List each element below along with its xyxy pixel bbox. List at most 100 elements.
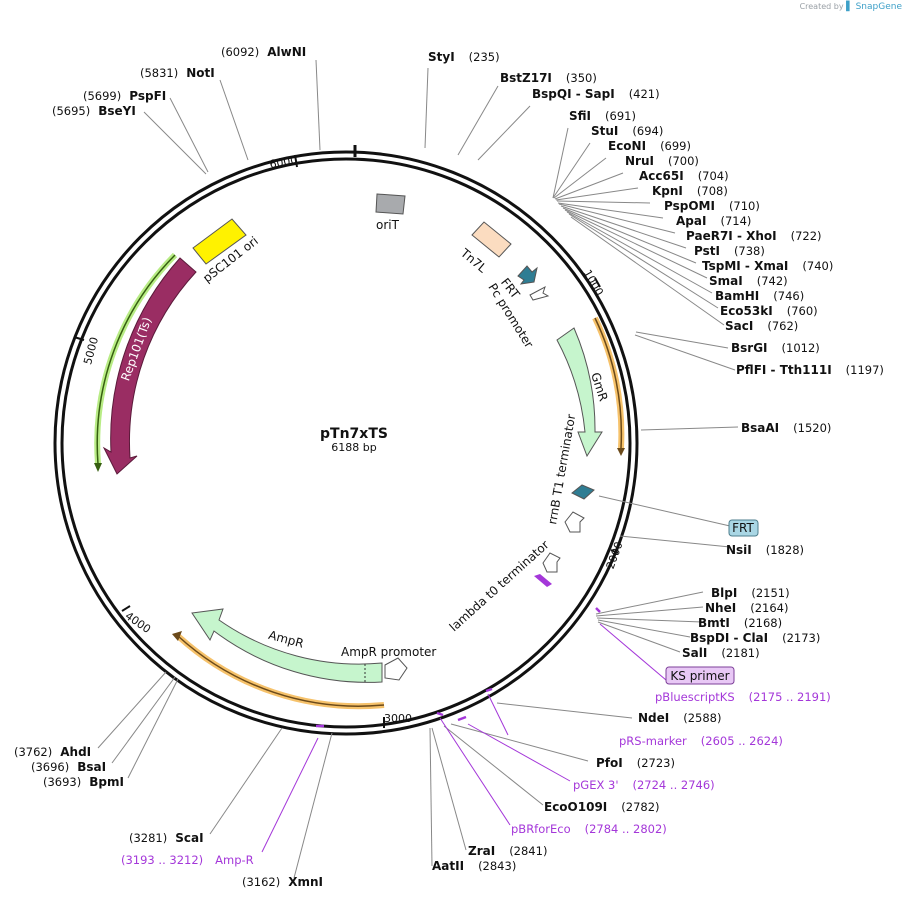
ks-primer-badge[interactable] <box>665 666 735 685</box>
orf-arrowhead-icon <box>94 463 102 472</box>
feature-gmr[interactable] <box>556 327 603 458</box>
svg-text:NheI(2164): NheI (2164) <box>705 601 788 615</box>
orf-arrowhead-icon <box>617 448 625 456</box>
site-name: XmnI <box>288 875 323 889</box>
svg-text:NruI(700): NruI(700) <box>625 154 699 168</box>
site-name: BsrGI <box>731 341 768 355</box>
tick-mark <box>294 154 298 168</box>
site-pos: (235) <box>469 50 500 64</box>
svg-text:TspMI - XmaI(740): TspMI - XmaI(740) <box>702 259 833 273</box>
primer-name: pRS-marker <box>619 734 687 748</box>
svg-text:BsrGI(1012): BsrGI (1012) <box>731 341 820 355</box>
site-pos: (2588) <box>683 711 721 725</box>
ks-primer-badge-label: KS primer <box>670 669 729 683</box>
site-name: BlpI <box>711 586 737 600</box>
site-pos: (2723) <box>637 756 675 770</box>
svg-text:NsiI(1828): NsiI(1828) <box>726 543 804 557</box>
site-name: Acc65I <box>639 169 684 183</box>
primer-range: (2605 .. 2624) <box>701 734 783 748</box>
site-name: KpnI <box>652 184 683 198</box>
site-pos: (2782) <box>621 800 659 814</box>
feature-ampr[interactable] <box>191 608 383 683</box>
svg-text:PstI(738): PstI(738) <box>694 244 765 258</box>
credit-prefix: Created by <box>799 2 844 11</box>
site-pos: (2164) <box>750 601 788 615</box>
site-pos: (2151) <box>751 586 789 600</box>
svg-text:BamHI(746): BamHI(746) <box>715 289 804 303</box>
feature-ampr-promoter[interactable] <box>384 657 408 681</box>
site-name: PfoI <box>596 756 623 770</box>
svg-text:(3281)ScaI: (3281)ScaI <box>129 831 204 845</box>
svg-text:SalI(2181): SalI(2181) <box>682 646 760 660</box>
site-pos: (3762) <box>14 745 52 759</box>
site-pos: (2181) <box>721 646 759 660</box>
feature-label-rrnb-terminator: rrnB T1 terminator <box>545 413 578 525</box>
site-pos: (699) <box>660 139 691 153</box>
site-name: BamHI <box>715 289 759 303</box>
site-name: BspDI - ClaI <box>690 631 768 645</box>
orf-gmr-arrow <box>594 317 623 449</box>
credit-brand: SnapGene <box>855 2 902 12</box>
primer-name: pGEX 3' <box>573 778 619 792</box>
site-pos: (722) <box>791 229 822 243</box>
site-name: PspFI <box>129 89 166 103</box>
primer-range: (2175 .. 2191) <box>749 690 831 704</box>
snapgene-logo-icon: ▌ <box>846 2 854 12</box>
feature-tn7l[interactable] <box>471 221 512 258</box>
site-name: SacI <box>725 319 753 333</box>
site-name: NruI <box>625 154 654 168</box>
site-pos: (1828) <box>766 543 804 557</box>
feature-label-orit: oriT <box>376 218 400 232</box>
plasmid-backbone <box>53 145 639 736</box>
svg-text:(5831)NotI: (5831)NotI <box>140 66 215 80</box>
svg-text:(3193 .. 3212)Amp-R: (3193 .. 3212)Amp-R <box>121 853 254 867</box>
site-name: ScaI <box>175 831 203 845</box>
site-name: PstI <box>694 244 720 258</box>
feature-lambda-terminator[interactable] <box>542 552 561 573</box>
svg-text:SacI(762): SacI(762) <box>725 319 798 333</box>
site-name: NheI <box>705 601 736 615</box>
site-name: BsaAI <box>741 421 779 435</box>
feature-rep101[interactable] <box>102 257 197 475</box>
feature-ks-primer-mark <box>534 574 552 587</box>
site-pos: (691) <box>605 109 636 123</box>
site-name: AlwNI <box>267 45 306 59</box>
site-pos: (350) <box>566 71 597 85</box>
plasmid-name: pTn7xTS <box>320 426 388 442</box>
site-pos: (1012) <box>782 341 820 355</box>
site-name: BmtI <box>698 616 730 630</box>
feature-psc101-ori[interactable] <box>192 218 247 265</box>
site-pos: (5699) <box>83 89 121 103</box>
site-name: BsaI <box>77 760 106 774</box>
feature-frt-mid[interactable] <box>571 484 595 500</box>
svg-text:SfiI(691): SfiI (691) <box>569 109 636 123</box>
svg-text:SmaI(742): SmaI(742) <box>709 274 788 288</box>
feature-orit[interactable] <box>375 193 406 215</box>
site-pos: (714) <box>720 214 751 228</box>
feature-frt-top[interactable] <box>517 265 538 285</box>
svg-text:pGEX 3'(2724 .. 2746): pGEX 3'(2724 .. 2746) <box>573 778 715 792</box>
site-name: StuI <box>591 124 618 138</box>
site-name: BstZ17I <box>500 71 552 85</box>
frt-badge[interactable] <box>728 519 759 537</box>
site-pos: (3693) <box>43 775 81 789</box>
svg-text:(3696)BsaI: (3696)BsaI <box>31 760 106 774</box>
primer-labels: pBluescriptKS(2175 .. 2191) pRS-marker(2… <box>121 690 831 867</box>
tick-mark <box>594 277 601 288</box>
site-pos: (740) <box>802 259 833 273</box>
feature-rrnb-terminator[interactable] <box>564 511 585 533</box>
site-pos: (2168) <box>744 616 782 630</box>
site-name: SmaI <box>709 274 743 288</box>
svg-text:StuI(694): StuI(694) <box>591 124 663 138</box>
site-name: EcoO109I <box>544 800 607 814</box>
feature-pc-promoter[interactable] <box>529 285 550 301</box>
svg-text:(5699)PspFI: (5699) PspFI <box>83 89 166 103</box>
orf-rep-arrow <box>96 254 176 465</box>
svg-text:(3693)BpmI: (3693)BpmI <box>43 775 124 789</box>
site-pos: (5831) <box>140 66 178 80</box>
site-pos: (2173) <box>782 631 820 645</box>
site-name: SfiI <box>569 109 591 123</box>
orf-ampr-arrow <box>177 635 385 707</box>
site-name: BseYI <box>98 104 136 118</box>
